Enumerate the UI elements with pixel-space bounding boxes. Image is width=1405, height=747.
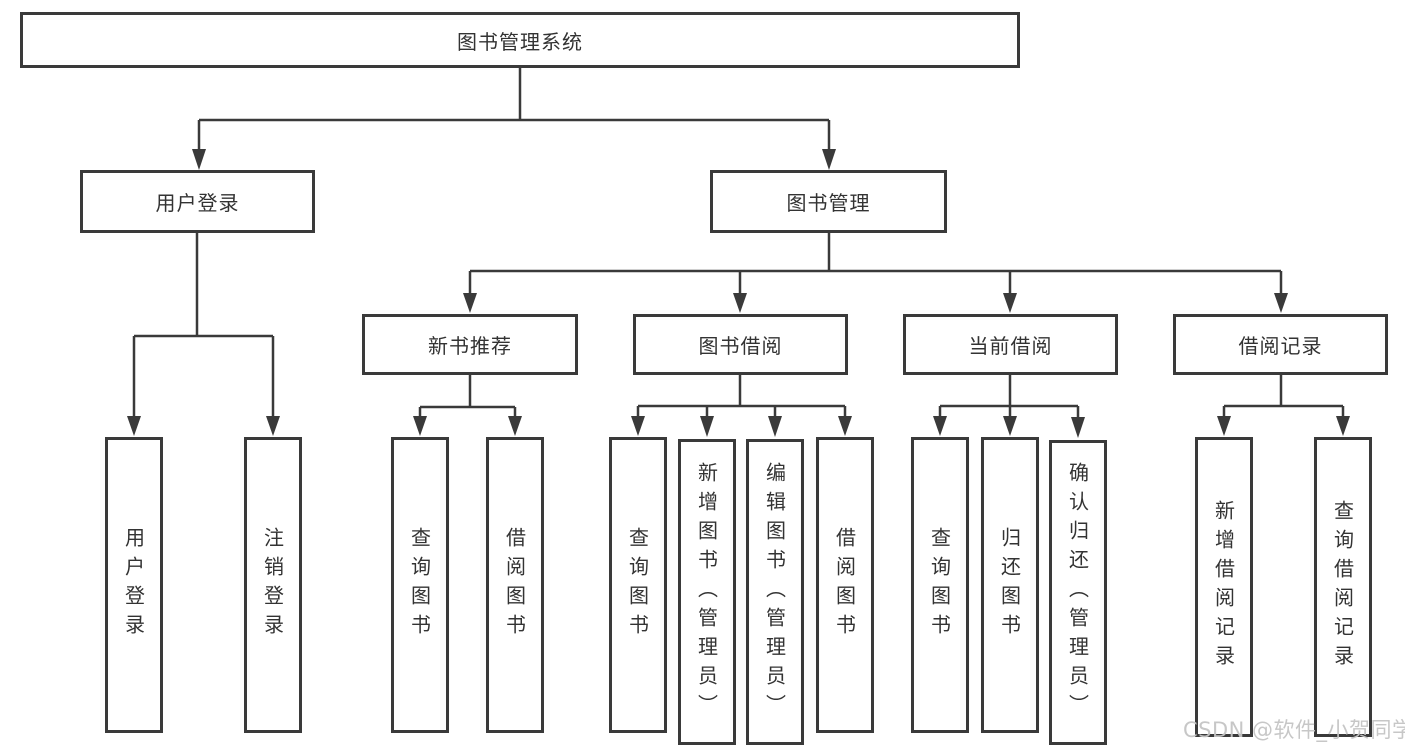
- leaf-borrow-books-borrowing: 借阅图书: [816, 437, 874, 733]
- arrowhead: [733, 293, 747, 313]
- node-current-borrowing: 当前借阅: [903, 314, 1118, 375]
- leaf-user-login: 用户登录: [105, 437, 163, 733]
- arrowhead: [413, 416, 427, 436]
- arrowhead: [1003, 293, 1017, 313]
- arrowhead: [768, 416, 782, 437]
- leaf-add-books-admin: 新增图书（管理员）: [678, 439, 736, 745]
- leaf-add-borrow-record: 新增借阅记录: [1195, 437, 1253, 737]
- arrowhead: [631, 416, 645, 436]
- node-borrowing-records: 借阅记录: [1173, 314, 1388, 375]
- leaf-query-books-borrowing: 查询图书: [609, 437, 667, 733]
- node-book-management: 图书管理: [710, 170, 947, 233]
- leaf-confirm-return-admin: 确认归还（管理员）: [1049, 440, 1107, 745]
- leaf-query-books-current: 查询图书: [911, 437, 969, 733]
- connector-book-management-to-level2: [468, 233, 1283, 295]
- connector-root-to-level1: [197, 68, 831, 151]
- connector-user-login-to-leaves: [132, 233, 275, 418]
- arrowhead: [933, 416, 947, 436]
- connector-current-borrow-to-leaves: [938, 375, 1080, 418]
- connector-new-book-to-leaves: [418, 375, 517, 418]
- arrowhead: [1003, 416, 1017, 436]
- node-book-borrowing: 图书借阅: [633, 314, 848, 375]
- arrowhead: [192, 149, 206, 170]
- arrowhead: [1274, 293, 1288, 313]
- arrowheads: [127, 149, 1350, 438]
- connector-book-borrow-to-leaves: [636, 375, 847, 418]
- arrowhead: [1071, 417, 1085, 438]
- arrowhead: [1217, 416, 1231, 436]
- arrowhead: [700, 416, 714, 437]
- watermark: CSDN @软件_小贺同学: [1183, 718, 1405, 742]
- node-user-login: 用户登录: [80, 170, 315, 233]
- arrowhead: [127, 416, 141, 436]
- node-new-book-recommendation: 新书推荐: [362, 314, 578, 375]
- arrowhead: [463, 293, 477, 313]
- leaf-borrow-books-recommend: 借阅图书: [486, 437, 544, 733]
- arrowhead: [508, 416, 522, 436]
- arrowhead: [838, 416, 852, 436]
- leaf-return-books: 归还图书: [981, 437, 1039, 733]
- leaf-edit-books-admin: 编辑图书（管理员）: [746, 439, 804, 745]
- arrowhead: [266, 416, 280, 436]
- arrowhead: [822, 149, 836, 170]
- connector-lines: [132, 68, 1345, 418]
- arrowhead: [1336, 416, 1350, 436]
- node-library-management-system: 图书管理系统: [20, 12, 1020, 68]
- connector-borrow-records-to-leaves: [1222, 375, 1345, 418]
- leaf-logout-login: 注销登录: [244, 437, 302, 733]
- leaf-query-books-recommend: 查询图书: [391, 437, 449, 733]
- leaf-query-borrow-record: 查询借阅记录: [1314, 437, 1372, 737]
